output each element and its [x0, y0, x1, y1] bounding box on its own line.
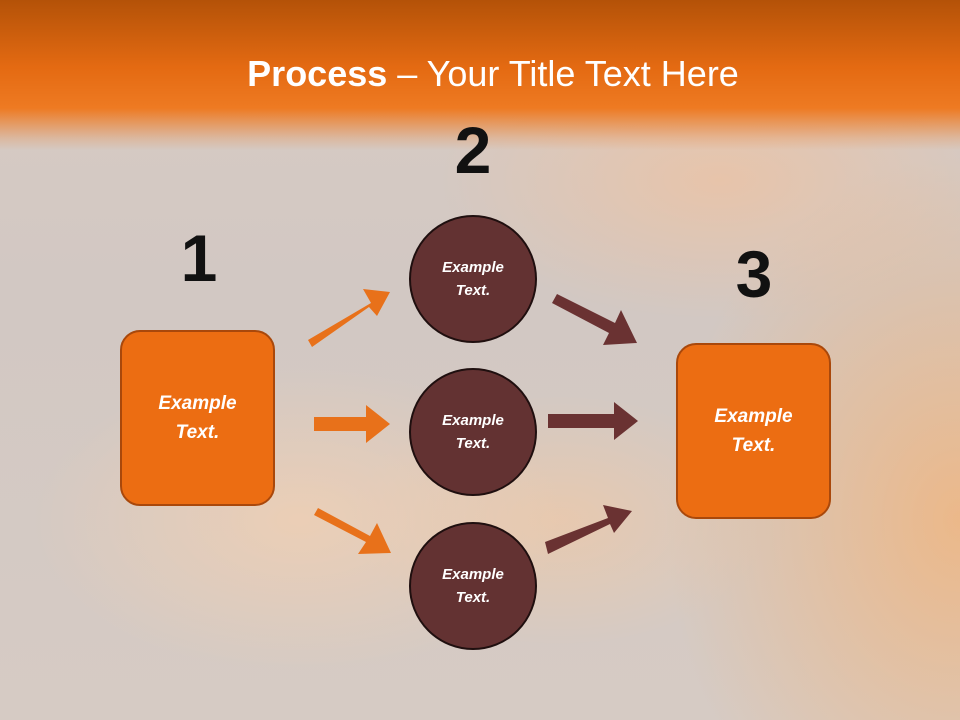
arrow-1-to-top — [308, 289, 390, 347]
step-3-number: 3 — [735, 237, 773, 311]
step-3-box: Example Text. — [676, 343, 831, 519]
step-1-number: 1 — [180, 221, 218, 295]
arrow-bottom-to-3 — [545, 505, 632, 554]
arrow-1-to-middle — [314, 405, 390, 443]
arrow-1-to-bottom — [314, 508, 391, 554]
step-1-box: Example Text. — [120, 330, 275, 506]
title-bar — [0, 0, 960, 150]
step-2-circle-bottom: Example Text. — [409, 522, 537, 650]
title-bold: Process — [247, 53, 388, 94]
step-2-number: 2 — [454, 113, 492, 187]
arrow-middle-to-3 — [548, 402, 638, 440]
step-2-circle-top: Example Text. — [409, 215, 537, 343]
step-2-circle-middle: Example Text. — [409, 368, 537, 496]
slide-title: Process – Your Title Text Here — [0, 52, 960, 96]
arrow-top-to-3 — [552, 294, 637, 345]
title-rest: – Your Title Text Here — [387, 53, 739, 94]
